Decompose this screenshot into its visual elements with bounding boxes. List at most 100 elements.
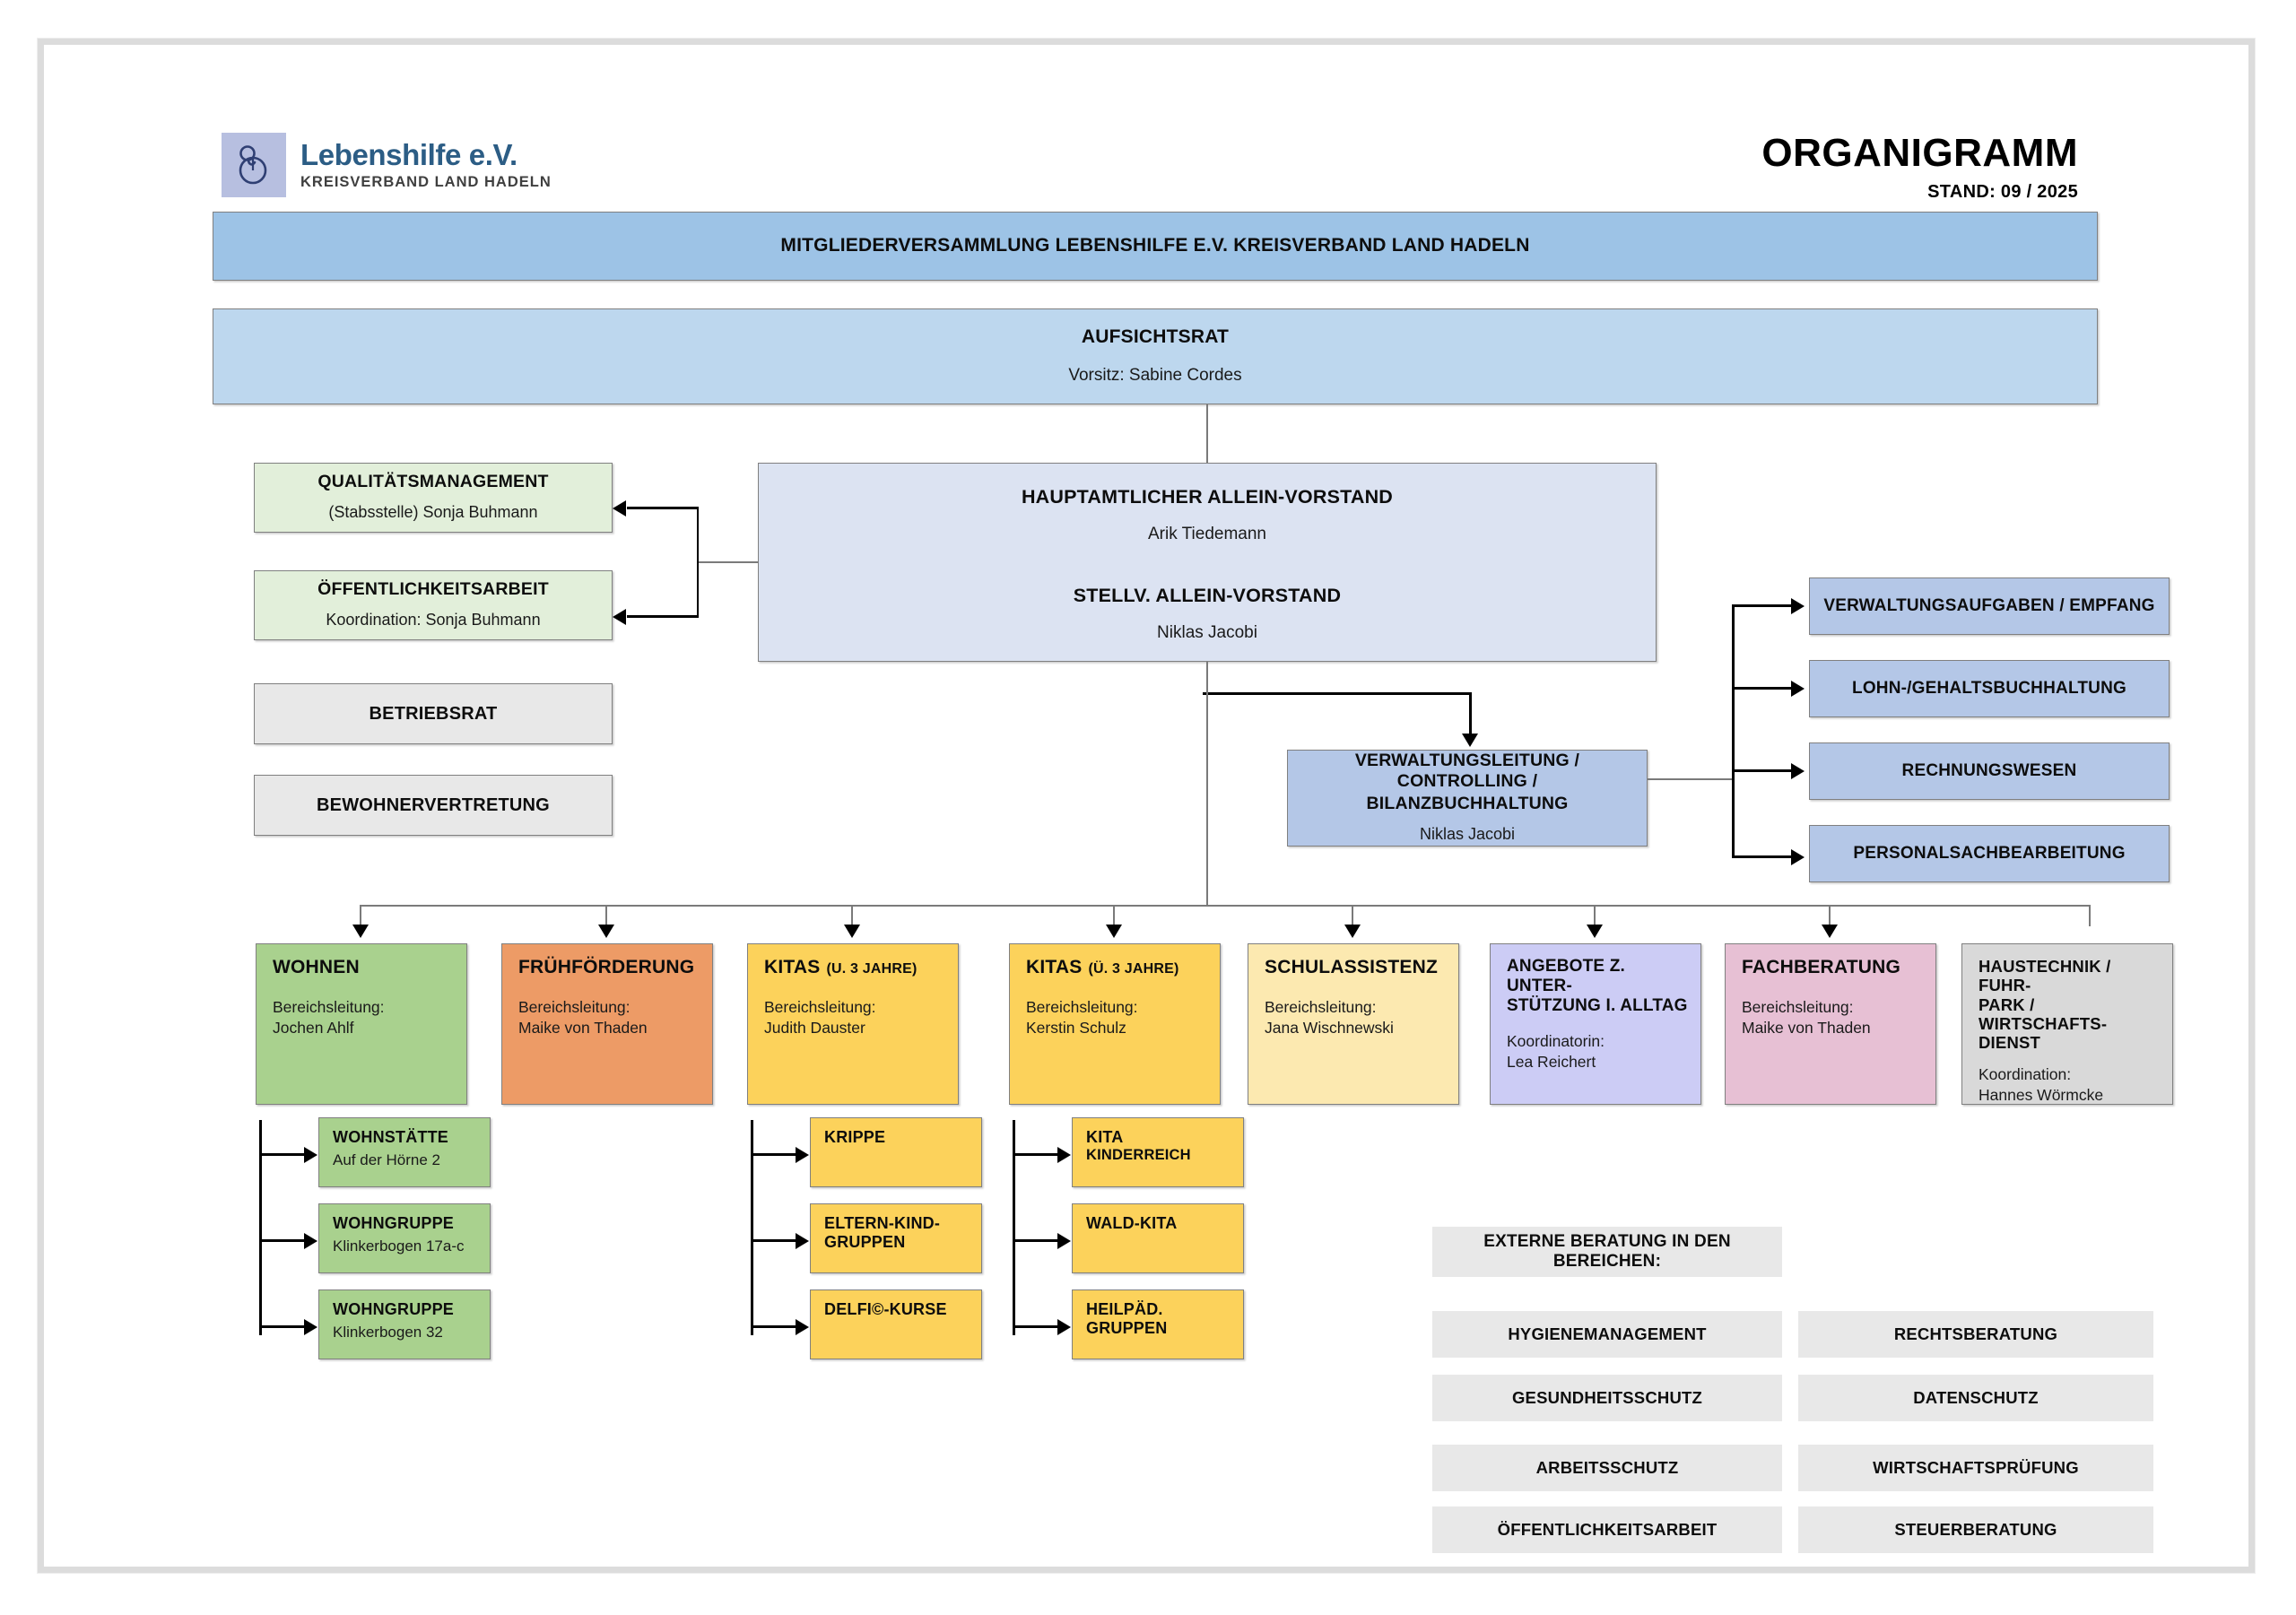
box-wohngruppe-klinkerbogen-17[interactable]: WOHNGRUPPE Klinkerbogen 17a-c: [318, 1203, 491, 1273]
box-department-fruehfoerderung[interactable]: FRÜHFÖRDERUNG Bereichsleitung: Maike von…: [501, 943, 713, 1105]
box-bewohnervertretung[interactable]: BEWOHNERVERTRETUNG: [254, 775, 613, 836]
organigramm-page: Lebenshilfe e.V. KREISVERBAND LAND HADEL…: [38, 39, 2255, 1573]
connector-unit-1: [1732, 604, 1793, 607]
department-person: Jana Wischnewski: [1265, 1019, 1394, 1038]
connector-drop-fachberatung: [1829, 905, 1831, 926]
child-subtitle: Klinkerbogen 32: [333, 1323, 443, 1341]
box-department-wohnen[interactable]: WOHNEN Bereichsleitung: Jochen Ahlf: [256, 943, 467, 1105]
arrow-to-wohngruppe-32: [304, 1319, 317, 1335]
box-external-gesundheitsschutz[interactable]: GESUNDHEITSSCHUTZ: [1432, 1375, 1782, 1421]
arrow-to-rechnungswesen: [1791, 763, 1805, 779]
box-delfi-kurse[interactable]: DELFI©-KURSE: [810, 1289, 982, 1359]
arrow-to-kitas-u3: [844, 925, 860, 938]
child-title-line2: GRUPPEN: [824, 1232, 906, 1251]
department-person: Lea Reichert: [1507, 1052, 1596, 1071]
box-krippe[interactable]: KRIPPE: [810, 1117, 982, 1187]
box-wohnstaette[interactable]: WOHNSTÄTTE Auf der Hörne 2: [318, 1117, 491, 1187]
box-verwaltungsaufgaben-empfang[interactable]: VERWALTUNGSAUFGABEN / EMPFANG: [1809, 577, 2170, 635]
child-subtitle: Auf der Hörne 2: [333, 1150, 441, 1168]
box-department-haustechnik[interactable]: HAUSTECHNIK / FUHR- PARK / WIRTSCHAFTS- …: [1961, 943, 2173, 1105]
connector-vorstand-staff-stem: [699, 561, 758, 563]
connector-unit-3: [1732, 769, 1793, 772]
connector-unit-4: [1732, 855, 1793, 858]
box-wohngruppe-klinkerbogen-32[interactable]: WOHNGRUPPE Klinkerbogen 32: [318, 1289, 491, 1359]
arrow-to-delfi-kurse: [796, 1319, 809, 1335]
box-department-kitas-u3[interactable]: KITAS (U. 3 JAHRE) Bereichsleitung: Judi…: [747, 943, 959, 1105]
box-external-rechtsberatung[interactable]: RECHTSBERATUNG: [1798, 1311, 2153, 1358]
department-title: KITAS: [764, 957, 821, 977]
connector-verwaltung-stem: [1648, 778, 1734, 780]
connector-kitas-u3-child-3: [751, 1325, 797, 1328]
arrow-to-oeffentlichkeitsarbeit: [613, 609, 626, 625]
department-role-label: Bereichsleitung:: [1742, 998, 1854, 1017]
arrow-to-personalsachbearbeitung: [1791, 849, 1805, 865]
connector-drop-schulassistenz: [1352, 905, 1353, 926]
box-mitgliederversammlung[interactable]: MITGLIEDERVERSAMMLUNG LEBENSHILFE E.V. K…: [213, 212, 2098, 281]
box-kita-kinderreich[interactable]: KITA KINDERREICH: [1072, 1117, 1244, 1187]
box-verwaltungsleitung[interactable]: VERWALTUNGSLEITUNG / CONTROLLING / BILAN…: [1287, 750, 1648, 847]
department-title: SCHULASSISTENZ: [1265, 957, 1438, 977]
box-betriebsrat[interactable]: BETRIEBSRAT: [254, 683, 613, 744]
box-department-kitas-ue3[interactable]: KITAS (Ü. 3 JAHRE) Bereichsleitung: Kers…: [1009, 943, 1221, 1105]
box-wald-kita[interactable]: WALD-KITA: [1072, 1203, 1244, 1273]
external-advice-item: STEUERBERATUNG: [1894, 1520, 2057, 1540]
connector-staff-oea: [627, 615, 699, 618]
connector-verwaltung-spine: [1732, 605, 1735, 858]
box-vorstand[interactable]: HAUPTAMTLICHER ALLEIN-VORSTAND Arik Tied…: [758, 463, 1657, 662]
page-title: ORGANIGRAMM: [1761, 131, 2078, 175]
box-title: AUFSICHTSRAT: [1081, 326, 1230, 348]
logo-title: Lebenshilfe e.V.: [300, 138, 517, 172]
external-advice-header: EXTERNE BERATUNG IN DEN BEREICHEN:: [1483, 1232, 1731, 1271]
connector-wohnen-child-1: [259, 1153, 306, 1156]
department-person: Maike von Thaden: [1742, 1019, 1871, 1038]
department-title: FACHBERATUNG: [1742, 957, 1901, 977]
box-rechnungswesen[interactable]: RECHNUNGSWESEN: [1809, 742, 2170, 800]
vorstand-person-deputy: Niklas Jacobi: [1157, 622, 1257, 642]
child-title: ELTERN-KIND-: [824, 1214, 941, 1232]
box-eltern-kind-gruppen[interactable]: ELTERN-KIND- GRUPPEN: [810, 1203, 982, 1273]
external-advice-item: ARBEITSSCHUTZ: [1535, 1458, 1679, 1478]
connector-kitas-u3-children-spine: [751, 1120, 753, 1335]
department-title: KITAS: [1026, 957, 1083, 977]
box-title: BETRIEBSRAT: [369, 703, 498, 724]
connector-kitas-ue3-child-2: [1013, 1239, 1059, 1242]
child-title-line2: GRUPPEN: [1086, 1318, 1168, 1337]
box-oeffentlichkeitsarbeit[interactable]: ÖFFENTLICHKEITSARBEIT Koordination: Sonj…: [254, 570, 613, 640]
child-title: WOHNGRUPPE: [333, 1214, 455, 1232]
connector-drop-kitas-ue3: [1113, 905, 1115, 926]
box-external-wirtschaftspruefung[interactable]: WIRTSCHAFTSPRÜFUNG: [1798, 1445, 2153, 1491]
box-aufsichtsrat[interactable]: AUFSICHTSRAT Vorsitz: Sabine Cordes: [213, 308, 2098, 404]
box-external-arbeitsschutz[interactable]: ARBEITSSCHUTZ: [1432, 1445, 1782, 1491]
child-title: WOHNSTÄTTE: [333, 1128, 448, 1146]
box-department-angebote-alltag[interactable]: ANGEBOTE Z. UNTER- STÜTZUNG I. ALLTAG Ko…: [1490, 943, 1701, 1105]
external-advice-item: GESUNDHEITSSCHUTZ: [1511, 1388, 1703, 1408]
box-title: PERSONALSACHBEARBEITUNG: [1853, 844, 2126, 864]
connector-drop-angebote: [1594, 905, 1596, 926]
department-person: Maike von Thaden: [518, 1019, 648, 1038]
arrow-to-eltern-kind-gruppen: [796, 1233, 809, 1249]
box-external-steuerberatung[interactable]: STEUERBERATUNG: [1798, 1506, 2153, 1553]
box-department-schulassistenz[interactable]: SCHULASSISTENZ Bereichsleitung: Jana Wis…: [1248, 943, 1459, 1105]
box-external-datenschutz[interactable]: DATENSCHUTZ: [1798, 1375, 2153, 1421]
connector-kitas-u3-child-2: [751, 1239, 797, 1242]
box-qualitaetsmanagement[interactable]: QUALITÄTSMANAGEMENT (Stabsstelle) Sonja …: [254, 463, 613, 533]
connector-wohnen-child-3: [259, 1325, 306, 1328]
child-title: WOHNGRUPPE: [333, 1300, 455, 1318]
box-subtitle: Koordination: Sonja Buhmann: [326, 610, 541, 629]
child-title: KRIPPE: [824, 1128, 886, 1146]
box-lohn-gehaltsbuchhaltung[interactable]: LOHN-/GEHALTSBUCHHALTUNG: [1809, 660, 2170, 717]
arrow-to-verwaltungsleitung: [1462, 734, 1478, 747]
box-external-oeffentlichkeitsarbeit[interactable]: ÖFFENTLICHKEITSARBEIT: [1432, 1506, 1782, 1553]
box-title: QUALITÄTSMANAGEMENT: [317, 472, 549, 492]
box-personalsachbearbeitung[interactable]: PERSONALSACHBEARBEITUNG: [1809, 825, 2170, 882]
box-external-hygienemanagement[interactable]: HYGIENEMANAGEMENT: [1432, 1311, 1782, 1358]
department-title-suffix: (Ü. 3 JAHRE): [1088, 961, 1179, 977]
box-department-fachberatung[interactable]: FACHBERATUNG Bereichsleitung: Maike von …: [1725, 943, 1936, 1105]
connector-drop-haustechnik: [2089, 905, 2091, 926]
vorstand-person-primary: Arik Tiedemann: [1147, 524, 1266, 543]
department-person: Kerstin Schulz: [1026, 1019, 1126, 1038]
box-title: VERWALTUNGSAUFGABEN / EMPFANG: [1823, 596, 2155, 616]
department-title-line2: STÜTZUNG I. ALLTAG: [1507, 995, 1688, 1015]
box-heilpaed-gruppen[interactable]: HEILPÄD. GRUPPEN: [1072, 1289, 1244, 1359]
arrow-to-kitas-ue3: [1106, 925, 1122, 938]
